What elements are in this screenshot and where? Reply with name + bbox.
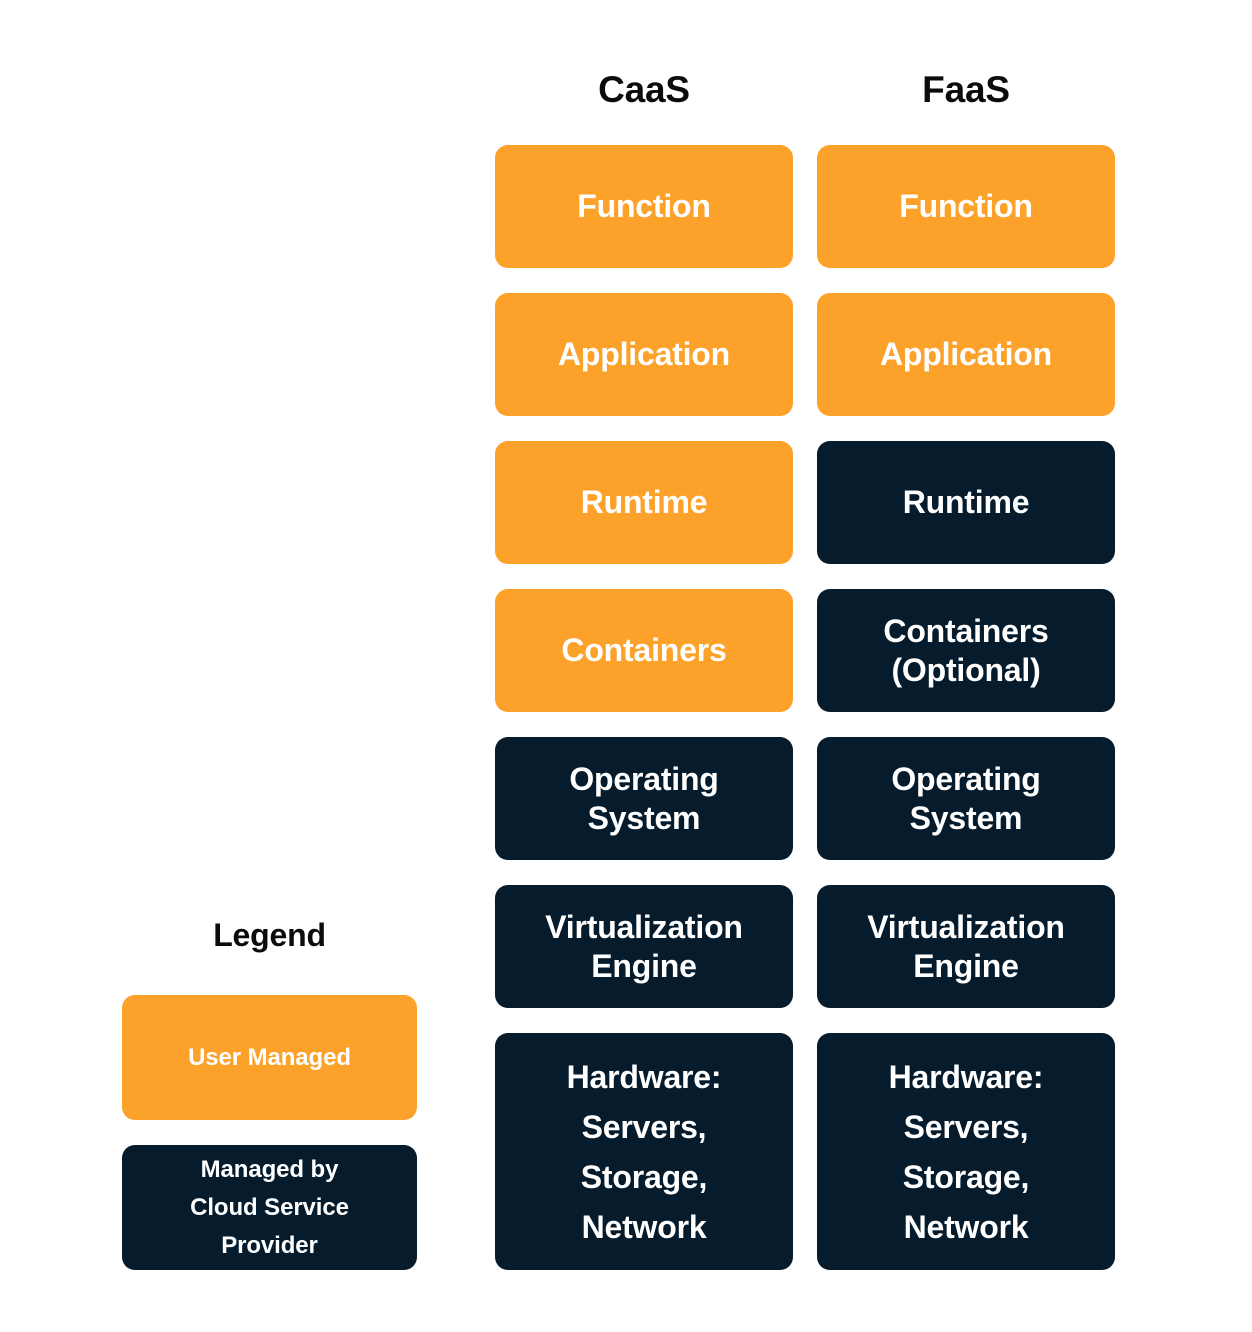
faas-layer-runtime-label: Runtime [902,484,1030,520]
caas-layer-containers-label: Containers [561,632,727,668]
caas-layer-function: Function [495,145,793,268]
faas-layer-containers-optional-label: Containers (Optional) [883,612,1049,688]
faas-layer-operating-system-label: Operating System [891,760,1041,836]
caas-stack-column: Function Application Runtime Containers … [495,145,793,1270]
caas-layer-runtime: Runtime [495,441,793,564]
faas-layer-virtualization-engine-label: Virtualization Engine [867,908,1065,984]
caas-layer-operating-system: Operating System [495,737,793,860]
faas-layer-function: Function [817,145,1115,268]
legend-swatch-user-managed-label: User Managed [188,1043,351,1071]
caas-layer-virtualization-engine: Virtualization Engine [495,885,793,1008]
legend-swatch-provider-managed: Managed by Cloud Service Provider [122,1145,417,1270]
faas-layer-runtime: Runtime [817,441,1115,564]
caas-layer-hardware-label: Hardware: Servers, Storage, Network [566,1058,722,1245]
caas-layer-application-label: Application [557,336,731,372]
faas-layer-containers-optional: Containers (Optional) [817,589,1115,712]
caas-layer-runtime-label: Runtime [580,484,708,520]
legend-swatch-user-managed: User Managed [122,995,417,1120]
caas-layer-virtualization-engine-label: Virtualization Engine [545,908,743,984]
caas-layer-application: Application [495,293,793,416]
faas-stack-column: Function Application Runtime Containers … [817,145,1115,1270]
caas-layer-operating-system-label: Operating System [569,760,719,836]
faas-layer-hardware-label: Hardware: Servers, Storage, Network [888,1058,1044,1245]
legend: Legend User Managed Managed by Cloud Ser… [122,915,417,1295]
faas-layer-hardware: Hardware: Servers, Storage, Network [817,1033,1115,1270]
faas-layer-application-label: Application [879,336,1053,372]
column-header-faas: FaaS [922,69,1010,110]
faas-layer-application: Application [817,293,1115,416]
legend-title: Legend [213,917,326,953]
faas-layer-operating-system: Operating System [817,737,1115,860]
faas-layer-virtualization-engine: Virtualization Engine [817,885,1115,1008]
faas-layer-function-label: Function [899,188,1033,224]
caas-layer-function-label: Function [577,188,711,224]
column-header-caas: CaaS [598,69,690,110]
caas-layer-containers: Containers [495,589,793,712]
legend-swatch-provider-managed-label: Managed by Cloud Service Provider [190,1155,349,1259]
caas-layer-hardware: Hardware: Servers, Storage, Network [495,1033,793,1270]
